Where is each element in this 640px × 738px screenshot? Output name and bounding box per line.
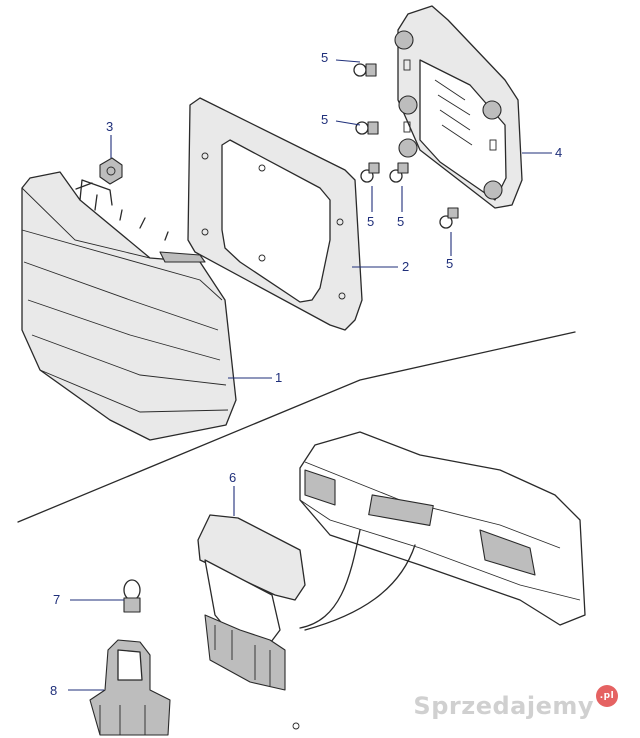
bulb-5d: [389, 162, 409, 183]
bulb-5e: [439, 207, 459, 229]
callout-1: 1: [275, 370, 282, 385]
callout-6: 6: [229, 470, 236, 485]
part-nut: [99, 157, 123, 185]
car-rear: [299, 431, 586, 631]
callout-3: 3: [106, 119, 113, 134]
registration-mark: [292, 722, 300, 730]
callout-5c: 5: [367, 214, 374, 229]
part-plate-lamp: [197, 514, 306, 691]
watermark: Sprzedajemy .pl: [413, 685, 618, 720]
callout-2: 2: [402, 259, 409, 274]
leader-lines: [68, 59, 552, 691]
part-tail-lamp-lens: [21, 171, 237, 441]
section-divider: [17, 331, 576, 523]
callout-5b: 5: [321, 112, 328, 127]
part-small-bulb: [123, 579, 141, 613]
callout-4: 4: [555, 145, 562, 160]
bulb-5c: [360, 162, 380, 183]
watermark-badge: .pl: [596, 685, 618, 707]
part-bulb-socket: [89, 639, 171, 736]
part-gasket: [187, 97, 363, 331]
part-bulbs: [353, 63, 459, 229]
callout-5d: 5: [397, 214, 404, 229]
callout-7: 7: [53, 592, 60, 607]
bulb-5a: [353, 63, 377, 77]
watermark-brand: Sprzedajemy: [413, 692, 594, 720]
callout-8: 8: [50, 683, 57, 698]
callout-5e: 5: [446, 256, 453, 271]
bulb-5b: [355, 121, 379, 135]
part-bulb-holder-panel: [394, 5, 523, 209]
callout-5a: 5: [321, 50, 328, 65]
